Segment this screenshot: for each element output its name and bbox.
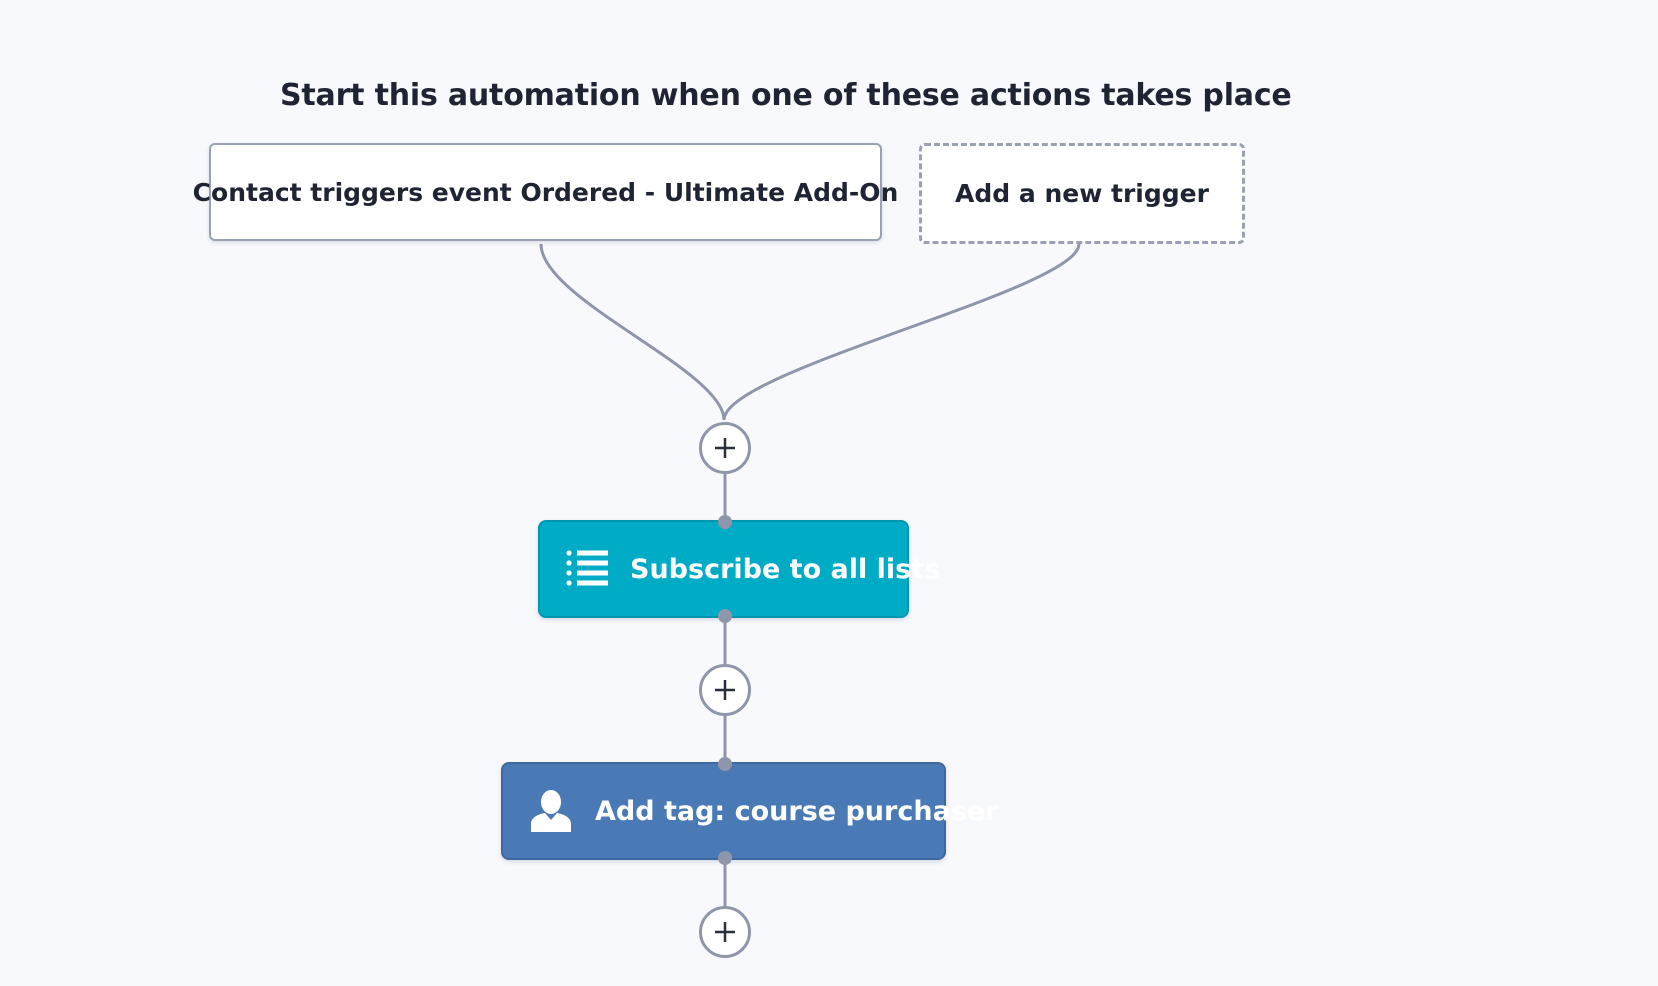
action-label: Subscribe to all lists: [630, 553, 941, 585]
add-step-button[interactable]: [699, 664, 751, 716]
add-trigger-connector: [722, 243, 1081, 421]
action-add-tag[interactable]: Add tag: course purchaser: [501, 762, 998, 860]
add-step-button[interactable]: [699, 422, 751, 474]
add-trigger-label: Add a new trigger: [955, 179, 1209, 208]
connector-dot: [718, 515, 732, 529]
trigger-connector: [539, 243, 726, 421]
connector-dot: [718, 757, 732, 771]
plus-icon: [715, 922, 735, 942]
add-step-button[interactable]: [699, 906, 751, 958]
add-trigger-button[interactable]: Add a new trigger: [919, 143, 1245, 244]
connector-dot: [718, 851, 732, 865]
page-title: Start this automation when one of these …: [280, 78, 1292, 113]
action-subscribe-all-lists[interactable]: Subscribe to all lists: [538, 520, 940, 618]
connector-dot: [718, 609, 732, 623]
plus-icon: [715, 680, 735, 700]
action-label: Add tag: course purchaser: [595, 795, 999, 827]
plus-icon: [715, 438, 735, 458]
trigger-label: Contact triggers event Ordered - Ultimat…: [192, 177, 899, 207]
list-icon: [566, 550, 608, 588]
trigger-event-ordered[interactable]: Contact triggers event Ordered - Ultimat…: [193, 143, 898, 241]
user-icon: [529, 790, 573, 832]
